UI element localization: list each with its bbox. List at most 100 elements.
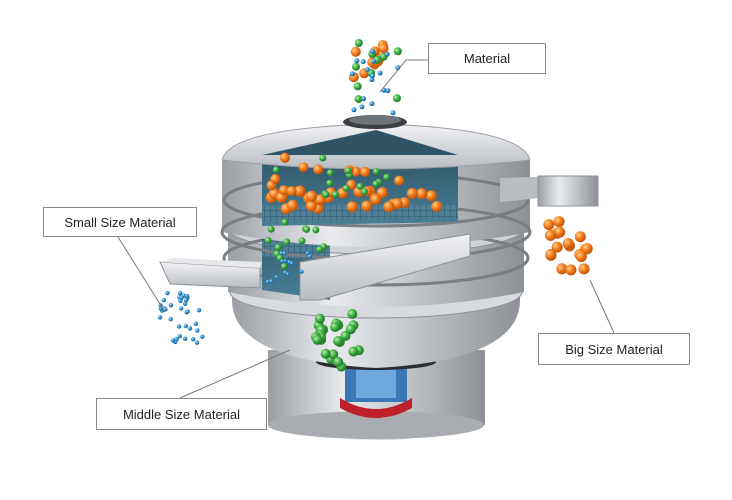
middle-particle [331,191,339,199]
middle-particle [316,245,324,253]
leader-material [379,59,428,93]
incoming-small-particle [370,73,375,79]
big-particle [305,200,317,212]
big-particle [416,188,428,200]
incoming-middle-particle [354,95,363,104]
small-particle-discharge [185,309,190,314]
middle-particle-discharge [347,309,358,319]
middle-particle [383,173,391,181]
middle-particle [356,182,364,190]
small-particle [289,261,294,266]
big-size-material-label: Big Size Material [538,333,690,365]
small-particle [305,251,310,256]
middle-particle [303,225,311,233]
big-particle-discharge [551,241,563,253]
material-label: Material [428,43,546,74]
middle-particle [319,154,327,162]
small-particle-discharge [157,315,163,320]
small-particle-discharge [183,323,188,329]
big-particle [391,198,403,210]
middle-particle-discharge [320,348,331,359]
big-particle [370,193,382,205]
middle-particle [281,218,289,226]
big-particle-discharge [545,229,556,241]
middle-particle-discharge [314,313,325,324]
big-particle-discharge [565,264,577,276]
small-particle-discharge [187,326,193,331]
small-particle [269,279,274,284]
incoming-small-particle [369,101,375,107]
big-particle [394,175,405,186]
small-particle [282,251,287,256]
big-particle-discharge [575,251,587,263]
small-particle-discharge [165,290,170,296]
small-particle-discharge [176,324,182,329]
small-particle-discharge [193,321,198,326]
middle-particle-discharge [340,330,351,341]
big-particle [279,152,290,163]
small-size-material-label: Small Size Material [43,207,197,237]
incoming-small-particle [369,77,375,83]
small-particle [266,279,270,284]
incoming-small-particle [370,48,375,54]
small-particle-discharge [182,336,188,341]
incoming-small-particle [377,70,383,76]
big-particle-discharge [543,219,555,231]
small-particle-discharge [177,334,182,339]
middle-particle [372,168,380,176]
middle-particle-discharge [328,349,339,360]
small-particle-discharge [184,293,190,299]
big-particle [313,164,324,175]
middle-particle [344,167,352,175]
small-particle-discharge [179,306,184,311]
small-particle-discharge [168,316,173,322]
middle-particle-discharge [330,322,341,332]
incoming-small-particle [385,88,391,94]
big-size-outlet [500,175,599,207]
middle-particle-discharge [345,324,356,335]
big-particle-discharge [556,263,568,275]
big-particle [346,201,358,213]
middle-particle [342,184,350,192]
middle-particle [280,262,288,270]
big-particle-discharge [578,263,590,275]
small-size-outlet [159,258,262,289]
big-particle [383,201,395,213]
small-particle-discharge [161,297,166,303]
incoming-middle-particle [393,47,402,56]
big-particle [361,200,373,212]
small-particle-discharge [178,291,183,296]
incoming-big-particle [378,43,389,54]
incoming-small-particle [360,59,366,65]
big-particle [286,186,297,196]
small-particle [285,272,290,277]
big-particle-discharge [562,238,574,250]
leader-big [589,279,615,334]
small-particle [279,251,284,256]
middle-particle-discharge [348,346,359,357]
small-particle [308,254,312,259]
big-particle [376,187,388,199]
small-particle-discharge [184,298,189,303]
big-particle [298,162,309,173]
middle-particle [274,243,282,251]
big-particle-discharge [545,249,557,260]
big-particle [406,188,418,199]
leader-middle [179,349,291,399]
incoming-small-particle [359,104,365,110]
big-particle [314,194,326,206]
incoming-small-particle [349,71,355,77]
small-particle-discharge [168,303,174,308]
incoming-small-particle [384,51,390,57]
middle-particle [322,191,330,199]
big-particle [431,201,443,212]
incoming-middle-particle [393,94,401,103]
incoming-middle-particle [352,62,360,71]
middle-particle [298,237,306,245]
small-particle-discharge [191,337,196,342]
big-particle [278,185,289,196]
middle-particle-discharge [333,336,344,346]
small-particle-discharge [194,340,200,345]
big-particle-discharge [553,216,565,228]
middle-particle [326,169,334,177]
